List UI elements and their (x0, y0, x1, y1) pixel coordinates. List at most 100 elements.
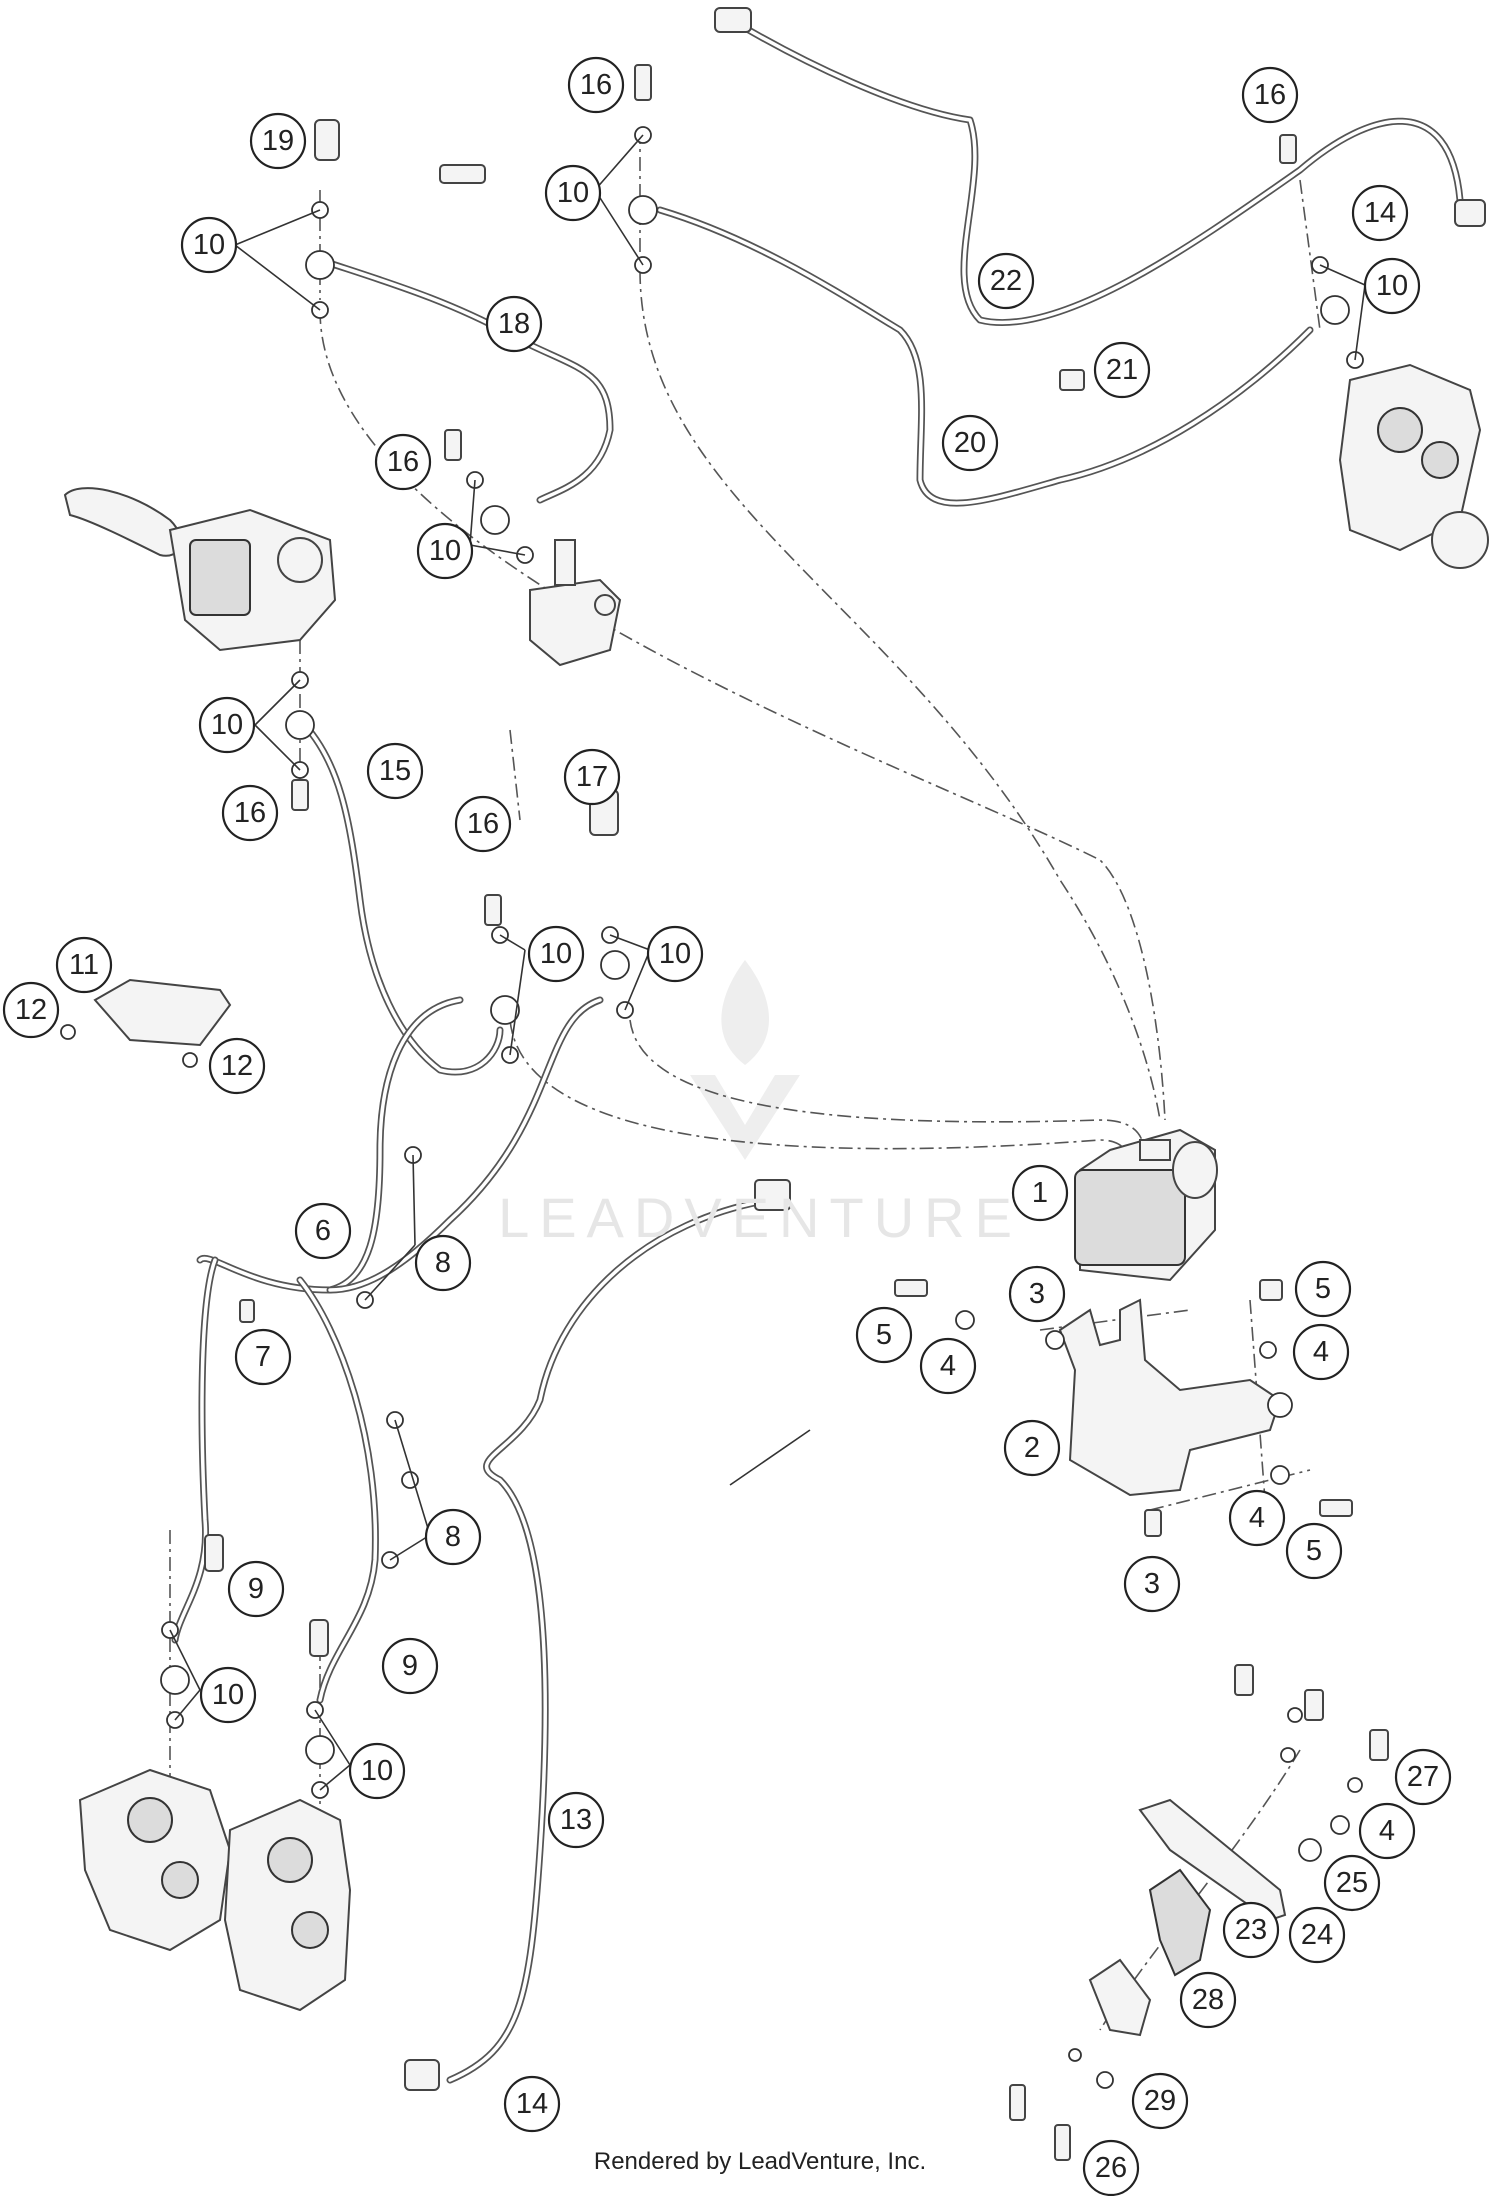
callout-22: 22 (977, 252, 1035, 310)
callout-label: 8 (435, 1247, 451, 1279)
callout-label: 21 (1106, 354, 1138, 386)
hydraulic-unit (1074, 1128, 1218, 1282)
callout-10b: 10 (544, 164, 602, 222)
front-caliper-left (78, 1768, 232, 1952)
callout-7: 7 (234, 1328, 292, 1386)
callout-label: 23 (1235, 1914, 1267, 1946)
callout-5c: 5 (1285, 1522, 1343, 1580)
callout-label: 8 (445, 1521, 461, 1553)
callout-label: 17 (576, 761, 608, 793)
callout-label: 14 (1364, 197, 1396, 229)
callout-9a: 9 (227, 1560, 285, 1618)
callout-label: 4 (940, 1350, 956, 1382)
callout-label: 22 (990, 265, 1022, 297)
callout-label: 16 (387, 446, 419, 478)
callout-label: 2 (1024, 1432, 1040, 1464)
callout-4b: 4 (1292, 1323, 1350, 1381)
callout-13: 13 (547, 1791, 605, 1849)
callout-label: 10 (540, 938, 572, 970)
callout-label: 7 (255, 1341, 271, 1373)
callout-label: 10 (1376, 270, 1408, 302)
callout-label: 9 (402, 1650, 418, 1682)
callout-label: 1 (1032, 1177, 1048, 1209)
callout-10f: 10 (527, 925, 585, 983)
callout-10d: 10 (416, 522, 474, 580)
cover-plate (60, 978, 232, 1068)
callout-label: 4 (1379, 1815, 1395, 1847)
callout-3a: 3 (1008, 1265, 1066, 1323)
callout-4d: 4 (1358, 1802, 1416, 1860)
callout-label: 11 (69, 949, 99, 981)
callout-18: 18 (485, 295, 543, 353)
callout-label: 26 (1095, 2152, 1127, 2184)
callout-label: 16 (580, 69, 612, 101)
callout-10a: 10 (180, 216, 238, 274)
callout-label: 5 (1315, 1273, 1331, 1305)
rear-master-cylinder (529, 539, 622, 667)
callout-17: 17 (563, 748, 621, 806)
callout-16b: 16 (1241, 66, 1299, 124)
callout-5b: 5 (1294, 1260, 1352, 1318)
callout-9b: 9 (381, 1637, 439, 1695)
callout-5a: 5 (855, 1306, 913, 1364)
callout-8a: 8 (414, 1234, 472, 1292)
callout-label: 24 (1301, 1919, 1333, 1951)
rear-caliper (1338, 363, 1489, 569)
routing-lines (169, 130, 1321, 2031)
callout-label: 28 (1192, 1984, 1224, 2016)
callout-10i: 10 (348, 1742, 406, 1800)
callout-4c: 4 (1228, 1489, 1286, 1547)
callouts: 1 2 3 3 4 4 4 4 5 5 5 6 7 8 8 9 9 10 10 … (2, 56, 1452, 2196)
callout-label: 10 (429, 535, 461, 567)
callout-label: 6 (315, 1215, 331, 1247)
callout-12a: 12 (2, 981, 60, 1039)
callout-20: 20 (941, 414, 999, 472)
footer-credit: Rendered by LeadVenture, Inc. (593, 2148, 927, 2175)
callout-10g: 10 (646, 925, 704, 983)
mounting-bracket (1045, 1298, 1293, 1497)
callout-16d: 16 (221, 784, 279, 842)
callout-27: 27 (1394, 1748, 1452, 1806)
callout-25: 25 (1323, 1854, 1381, 1912)
callout-label: 14 (516, 2088, 548, 2120)
callout-label: 3 (1029, 1278, 1045, 1310)
callout-label: 16 (467, 808, 499, 840)
front-caliper-right (223, 1798, 352, 2012)
callout-label: 13 (560, 1804, 592, 1836)
callout-label: 27 (1407, 1761, 1439, 1793)
callout-label: 29 (1144, 2085, 1176, 2117)
callout-label: 25 (1336, 1867, 1368, 1899)
callout-label: 12 (221, 1050, 253, 1082)
callout-16a: 16 (567, 56, 625, 114)
callout-label: 10 (557, 177, 589, 209)
callout-label: 10 (193, 229, 225, 261)
callout-8b: 8 (424, 1508, 482, 1566)
callout-12b: 12 (208, 1037, 266, 1095)
callout-14a: 14 (1351, 184, 1409, 242)
callout-3b: 3 (1123, 1555, 1181, 1613)
callout-label: 5 (876, 1319, 892, 1351)
callout-label: 10 (212, 1679, 244, 1711)
callout-2: 2 (1003, 1419, 1061, 1477)
callout-10c: 10 (1363, 257, 1421, 315)
callout-26: 26 (1082, 2139, 1140, 2196)
callout-label: 4 (1313, 1336, 1329, 1368)
callout-23: 23 (1222, 1901, 1280, 1959)
callout-label: 10 (361, 1755, 393, 1787)
callout-label: 4 (1249, 1502, 1265, 1534)
callout-15: 15 (366, 742, 424, 800)
brake-pipes (171, 21, 1464, 2084)
callout-label: 10 (211, 709, 243, 741)
callout-6: 6 (294, 1202, 352, 1260)
callout-11: 11 (55, 936, 113, 994)
callout-24: 24 (1288, 1906, 1346, 1964)
callout-label: 15 (379, 755, 411, 787)
leader-lines (169, 134, 1366, 1791)
callout-label: 16 (1254, 79, 1286, 111)
callout-label: 5 (1306, 1535, 1322, 1567)
callout-14b: 14 (503, 2075, 561, 2133)
callout-29: 29 (1131, 2072, 1189, 2130)
callout-19: 19 (249, 112, 307, 170)
callout-4a: 4 (919, 1337, 977, 1395)
